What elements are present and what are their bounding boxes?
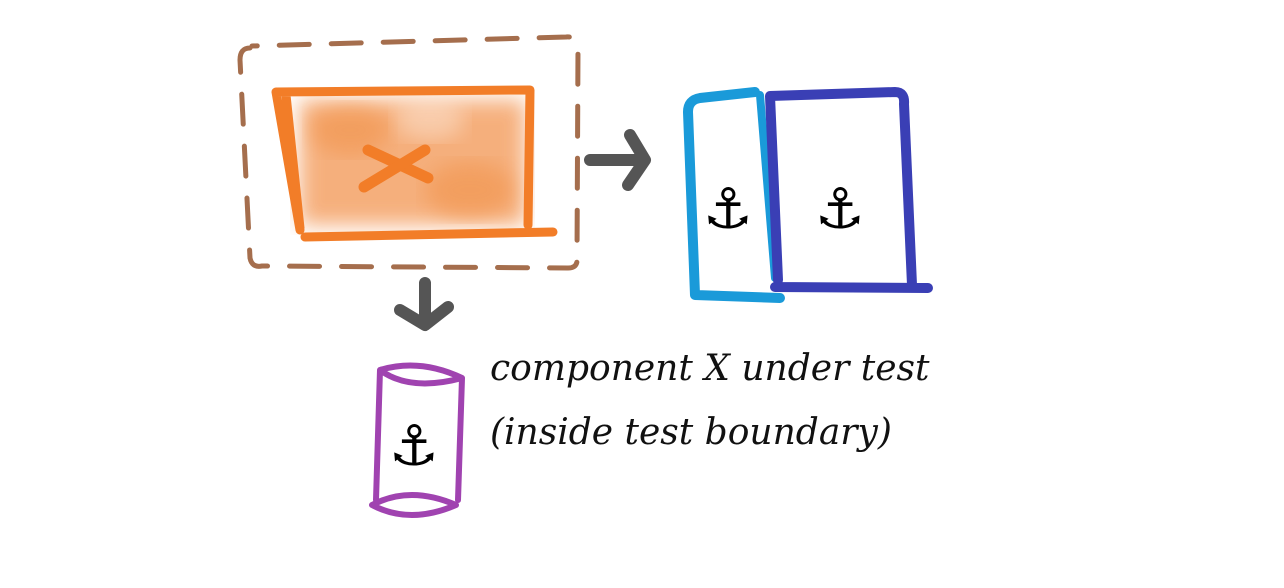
component-x (271, 85, 558, 242)
anchor-icon: ⚓ (703, 177, 753, 242)
adapter-dark-blue (765, 87, 933, 293)
component-x-outline (271, 85, 558, 242)
anchor-icon: ⚓ (389, 414, 439, 479)
caption-line-2: (inside test boundary) (490, 412, 892, 453)
test-double (369, 362, 465, 518)
caption-line-1: component X under test (490, 348, 930, 389)
arrow-down-icon (394, 277, 454, 331)
x-mark-icon (358, 144, 434, 193)
anchor-icon: ⚓ (815, 177, 865, 242)
test-boundary-outline (237, 34, 581, 271)
arrow-right-icon (584, 129, 651, 191)
